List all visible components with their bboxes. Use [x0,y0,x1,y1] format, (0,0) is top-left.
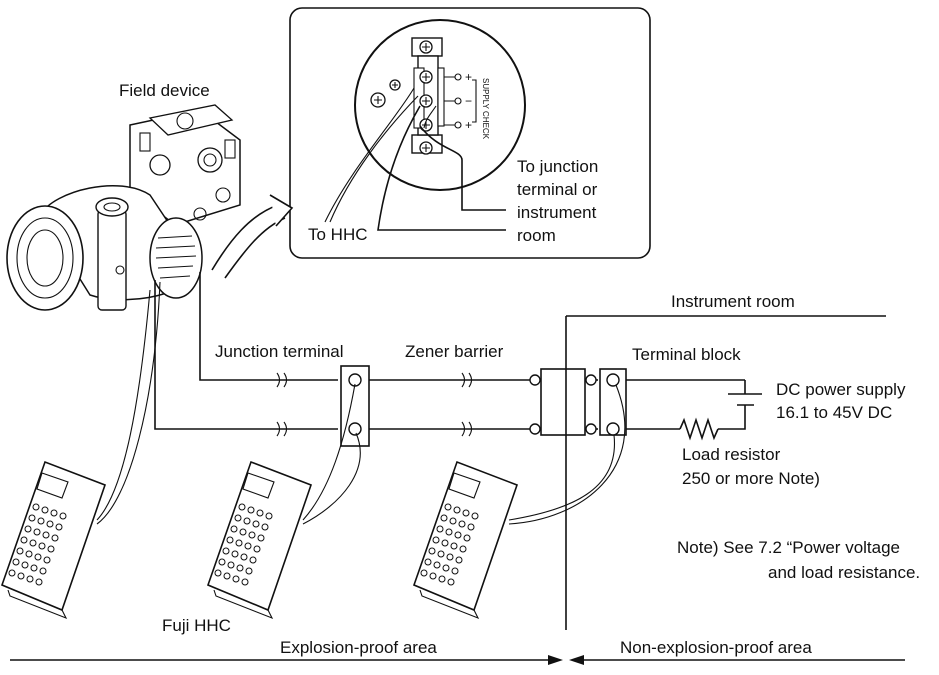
supply-check-label: SUPPLY CHECK [481,78,490,140]
minus-label: − [465,94,472,108]
non-explosion-proof-area-label: Non-explosion-proof area [620,638,812,657]
terminal-screws [419,40,433,155]
load-resistor-label-1: Load resistor [682,445,781,464]
junction-terminal-label: Junction terminal [215,342,344,361]
instrument-room-label: Instrument room [671,292,795,311]
to-junction-label-2: terminal or [517,180,598,199]
zener-barrier-label: Zener barrier [405,342,504,361]
terminal-block-label: Terminal block [632,345,741,364]
field-device: Field device [6,81,241,311]
hhc-device-3 [412,384,626,620]
plus-label-2: + [465,118,472,132]
dc-power-label-2: 16.1 to 45V DC [776,403,892,422]
loop-wiring [154,272,745,437]
explosion-proof-area-label: Explosion-proof area [280,638,437,657]
hhc-device-1: Fuji HHC [0,281,231,635]
area-boundary: Explosion-proof area Non-explosion-proof… [10,638,905,665]
to-junction-label-4: room [517,226,556,245]
junction-terminal: Junction terminal [215,342,370,447]
zoom-arrow [211,194,294,279]
hhc-device-2 [206,383,361,620]
load-resistor: Load resistor 250 or more Note) [679,417,820,488]
terminal-block: Terminal block [599,345,741,436]
load-resistor-label-2: 250 or more Note) [682,469,820,488]
instrument-room: Instrument room [565,292,886,630]
terminal-inset: + − + SUPPLY CHECK To junction terminal … [289,7,651,259]
dc-power-supply: DC power supply 16.1 to 45V DC [718,380,906,430]
to-hhc-label: To HHC [308,225,368,244]
plus-label-1: + [465,70,472,84]
field-device-label: Field device [119,81,210,100]
zener-barrier: Zener barrier [405,342,597,436]
to-junction-label-3: instrument [517,203,597,222]
note-line-2: and load resistance. [768,563,920,582]
dc-power-label-1: DC power supply [776,380,906,399]
fuji-hhc-label: Fuji HHC [162,616,231,635]
to-junction-label-1: To junction [517,157,598,176]
note-line-1: Note) See 7.2 “Power voltage [677,538,900,557]
